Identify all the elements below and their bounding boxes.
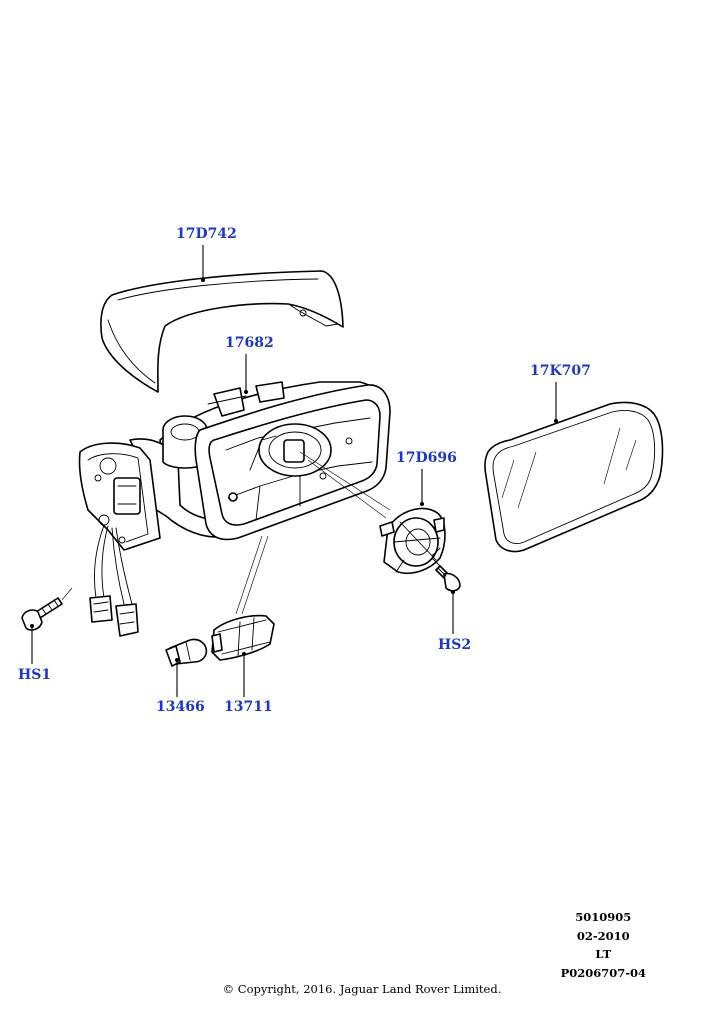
- screw-hs2-illustration: [431, 557, 461, 592]
- callout-screw-hs2[interactable]: HS2: [438, 637, 472, 653]
- screw-hs1-illustration: [21, 587, 73, 631]
- drawing-reference-block: 5010905 02-2010 LT P0206707-04: [561, 908, 646, 982]
- callout-leaders: [30, 245, 558, 697]
- mirror-motor-illustration: [379, 507, 446, 574]
- callout-housing[interactable]: 17682: [225, 335, 274, 351]
- base-bracket-illustration: [78, 442, 161, 637]
- mirror-glass-illustration: [484, 401, 664, 553]
- callout-lamp[interactable]: 13711: [224, 699, 273, 715]
- callout-screw-hs1[interactable]: HS1: [18, 667, 52, 683]
- mirror-cover-illustration: [100, 270, 344, 393]
- copyright-notice: © Copyright, 2016. Jaguar Land Rover Lim…: [222, 982, 502, 996]
- callout-glass[interactable]: 17K707: [530, 363, 591, 379]
- mirror-housing-illustration: [129, 381, 391, 541]
- reference-number: 5010905: [575, 910, 632, 924]
- callout-cover[interactable]: 17D742: [176, 226, 237, 242]
- reference-side: LT: [595, 947, 612, 961]
- reference-drawing-id: P0206707-04: [560, 965, 646, 980]
- reference-date: 02-2010: [576, 928, 630, 943]
- lamp-illustration: [211, 535, 275, 661]
- callout-bulb[interactable]: 13466: [156, 699, 205, 715]
- callout-motor[interactable]: 17D696: [396, 450, 457, 466]
- bulb-illustration: [165, 638, 208, 667]
